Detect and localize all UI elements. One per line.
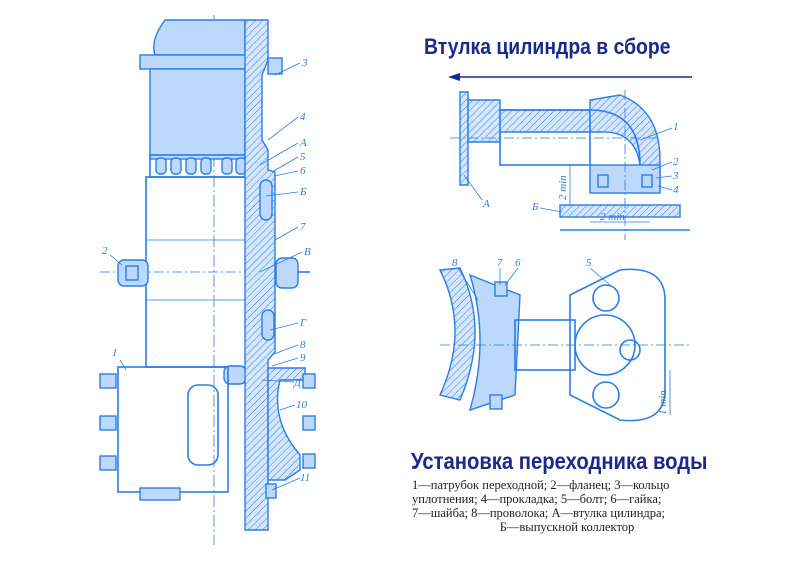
caption-line: 1—патрубок переходной; 2—фланец; 3—кольц… (412, 478, 670, 492)
label-11: 11 (300, 472, 310, 484)
adapter-plan-drawing (438, 267, 690, 422)
subtitle: Установка переходника воды (411, 448, 708, 474)
label-4: 4 (300, 111, 306, 123)
label-5: 5 (586, 257, 592, 269)
label-G: Г (299, 317, 307, 329)
flange-left (117, 259, 149, 287)
label-6: 6 (515, 257, 521, 269)
right-bottom-labels: 8 7 6 5 1 min (452, 257, 669, 415)
main-title: Втулка цилиндра в сборе (424, 34, 671, 59)
legend-caption: 1—патрубок переходной; 2—фланец; 3—кольц… (412, 478, 722, 534)
label-D: Д (293, 377, 302, 389)
label-8: 8 (452, 257, 458, 269)
side-bolts (99, 373, 181, 501)
label-3: 3 (672, 170, 679, 182)
label-7: 7 (497, 257, 503, 269)
label-8: 8 (300, 339, 306, 351)
adapter-section-drawing (450, 90, 690, 240)
label-A: А (482, 198, 490, 210)
label-3: 3 (301, 57, 308, 69)
dimension-vertical: 2 min (557, 175, 569, 200)
left-leaders (109, 62, 303, 491)
label-10: 10 (296, 399, 308, 411)
label-A: А (299, 137, 307, 149)
label-1: 1 (112, 347, 118, 359)
caption-line: уплотнения; 4—прокладка; 5—болт; 6—гайка… (412, 492, 662, 506)
flange-right (275, 257, 310, 289)
label-4: 4 (673, 184, 679, 196)
label-1: 1 (673, 121, 679, 133)
label-6: 6 (300, 165, 306, 177)
label-B: Б (299, 186, 307, 198)
label-V: В (304, 246, 311, 258)
dimension-horizontal: 2 min (600, 211, 625, 223)
dimension-1min: 1 min (657, 390, 669, 415)
label-9: 9 (300, 352, 306, 364)
label-B: Б (531, 201, 539, 213)
label-2: 2 (102, 245, 108, 257)
label-5: 5 (300, 151, 306, 163)
left-labels: 3 4 А 5 6 Б 7 В Г 8 9 Д 10 11 1 2 (102, 57, 311, 484)
cylinder-liner-drawing (99, 15, 316, 545)
label-2: 2 (673, 156, 679, 168)
label-7: 7 (300, 221, 306, 233)
right-bottom-leaders (457, 267, 611, 301)
direction-arrow (448, 73, 692, 81)
cooling-ports (155, 157, 247, 175)
right-top-leaders (463, 127, 673, 223)
caption-line: Б—выпускной коллектор (499, 520, 635, 534)
caption-line: 7—шайба; 8—проволока; А—втулка цилиндра; (412, 506, 666, 520)
right-top-labels: 1 2 3 4 А Б 2 min 2 min (482, 121, 679, 223)
